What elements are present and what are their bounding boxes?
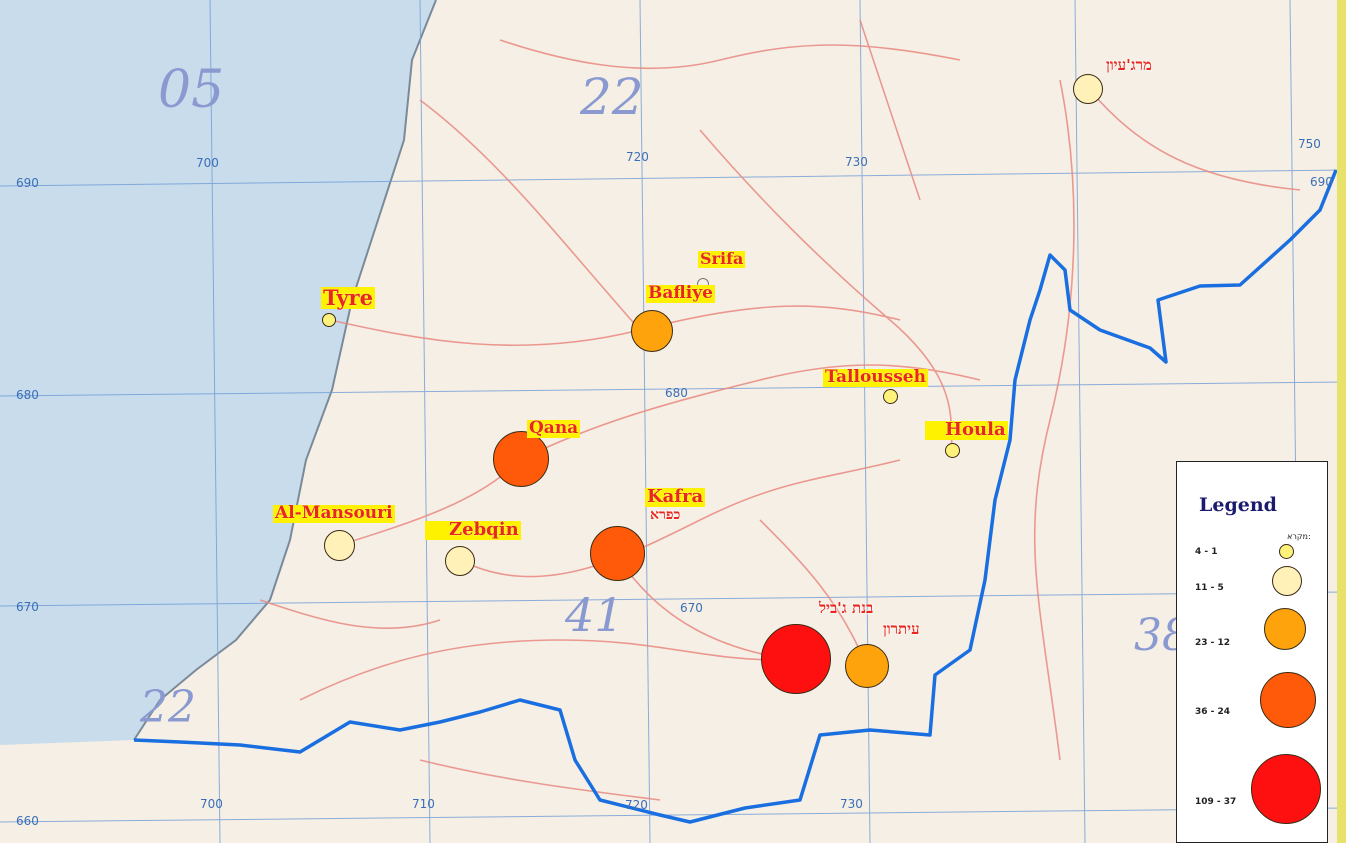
marker-bint-jbeil[interactable]	[761, 624, 831, 694]
sheet-number-bottom-left: 22	[140, 682, 196, 733]
sheet-number-bottom-center: 41	[565, 588, 624, 642]
northing-label-690-right: 690	[1310, 175, 1333, 189]
marker-tyre[interactable]	[322, 313, 336, 327]
border-line	[133, 169, 1338, 824]
sea-area	[0, 0, 436, 745]
northing-label-690-left: 690	[16, 176, 39, 190]
place-label-houla: Houla	[925, 420, 1008, 440]
place-label-bafliye: Bafliye	[646, 283, 715, 303]
bottom-label-730: 730	[840, 797, 863, 811]
marker-tallousseh[interactable]	[883, 389, 898, 404]
legend-circle-1	[1279, 544, 1294, 559]
marker-qana[interactable]	[493, 431, 549, 487]
marker-kafra[interactable]	[590, 526, 645, 581]
map-edge-strip	[1337, 0, 1346, 843]
marker-aitaroun[interactable]	[845, 644, 889, 688]
place-label-zebqin: Zebqin	[425, 520, 521, 540]
place-label-qana: Qana	[527, 418, 581, 438]
marker-al-mansouri[interactable]	[324, 530, 355, 561]
center-label-670: 670	[680, 601, 703, 615]
legend-panel: Legend מקרא: 4 - 1 11 - 5 23 - 12 36 - 2…	[1176, 461, 1328, 843]
place-label-kafra: Kafra	[645, 486, 706, 507]
place-label-tallousseh: Tallousseh	[823, 367, 928, 387]
legend-range-4: 36 - 24	[1195, 707, 1231, 717]
center-label-680: 680	[665, 386, 688, 400]
sheet-number-top-center: 22	[580, 68, 644, 126]
place-label-aitaroun: עיתרון	[883, 620, 920, 638]
legend-circle-2	[1272, 566, 1302, 596]
marker-marj-ayoun[interactable]	[1073, 74, 1103, 104]
roads	[259, 19, 1301, 801]
place-label-tyre: Tyre	[321, 285, 375, 310]
legend-range-3: 23 - 12	[1195, 638, 1231, 648]
northing-label-680: 680	[16, 388, 39, 402]
coastline	[133, 0, 437, 741]
northing-label-660: 660	[16, 814, 39, 828]
easting-label-750: 750	[1298, 137, 1321, 151]
place-label-kafra-hebrew: כפרא	[650, 507, 681, 523]
legend-subtitle: מקרא:	[1287, 532, 1311, 541]
bottom-label-700: 700	[200, 797, 223, 811]
legend-title: Legend	[1199, 494, 1277, 516]
easting-label-700: 700	[196, 156, 219, 170]
legend-range-2: 11 - 5	[1195, 583, 1224, 593]
place-label-marj-ayoun: מרג'עיון	[1106, 56, 1152, 74]
legend-range-5: 109 - 37	[1195, 797, 1237, 807]
place-label-srifa: Srifa	[698, 249, 746, 268]
marker-houla[interactable]	[945, 443, 960, 458]
bottom-label-720: 720	[625, 798, 648, 812]
place-label-bint-jbeil: בנת ג'ביל	[819, 599, 874, 617]
legend-range-1: 4 - 1	[1195, 547, 1218, 557]
marker-bafliye[interactable]	[631, 310, 673, 352]
place-label-al-mansouri: Al-Mansouri	[273, 503, 395, 523]
sheet-number-top-left: 05	[158, 60, 225, 120]
legend-circle-3	[1264, 608, 1306, 650]
northing-label-670: 670	[16, 600, 39, 614]
easting-label-720: 720	[626, 150, 649, 164]
easting-label-730: 730	[845, 155, 868, 169]
legend-circle-4	[1260, 672, 1316, 728]
bottom-label-710: 710	[412, 797, 435, 811]
legend-circle-5	[1251, 754, 1321, 824]
marker-zebqin[interactable]	[445, 546, 475, 576]
